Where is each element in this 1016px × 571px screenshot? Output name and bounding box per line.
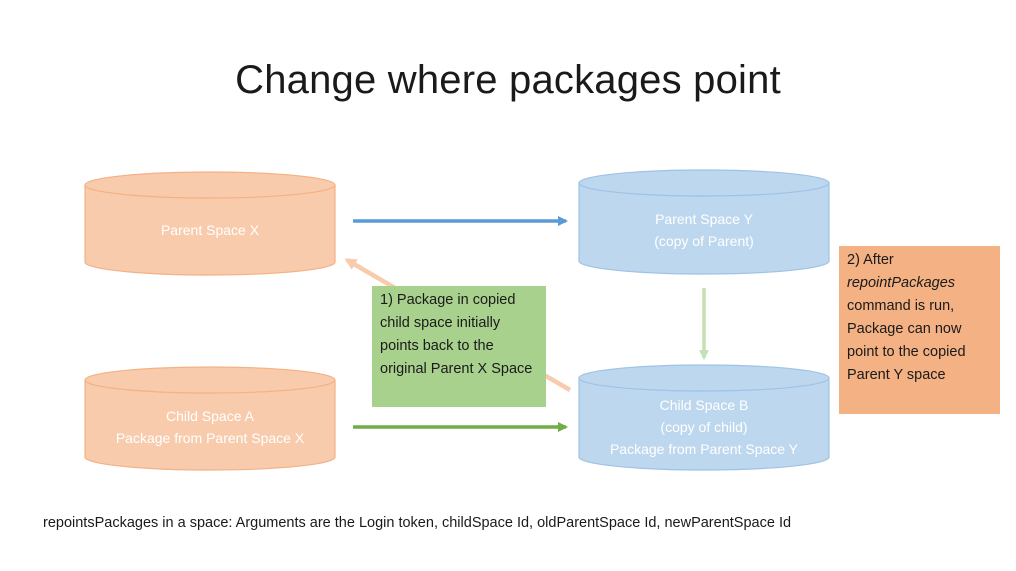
note-initial-pointer-text: 1) Package in copied child space initial… <box>380 292 533 377</box>
note-after-repoint-text-end: command is run, Package can now point to… <box>847 298 966 383</box>
page-title: Change where packages point <box>235 58 781 102</box>
note-after-repoint-command: repointPackages <box>847 275 956 291</box>
note-after-repoint: 2) After repointPackages command is run,… <box>839 246 1000 414</box>
footer-description: repointsPackages in a space: Arguments a… <box>43 515 792 531</box>
cylinder-parent-space-y <box>578 169 830 275</box>
cylinder-child-space-a <box>84 366 336 471</box>
note-after-repoint-text-start: 2) After <box>847 252 894 268</box>
cylinder-child-space-b <box>578 364 830 471</box>
note-initial-pointer: 1) Package in copied child space initial… <box>372 286 546 407</box>
cylinder-parent-space-x <box>84 171 336 276</box>
